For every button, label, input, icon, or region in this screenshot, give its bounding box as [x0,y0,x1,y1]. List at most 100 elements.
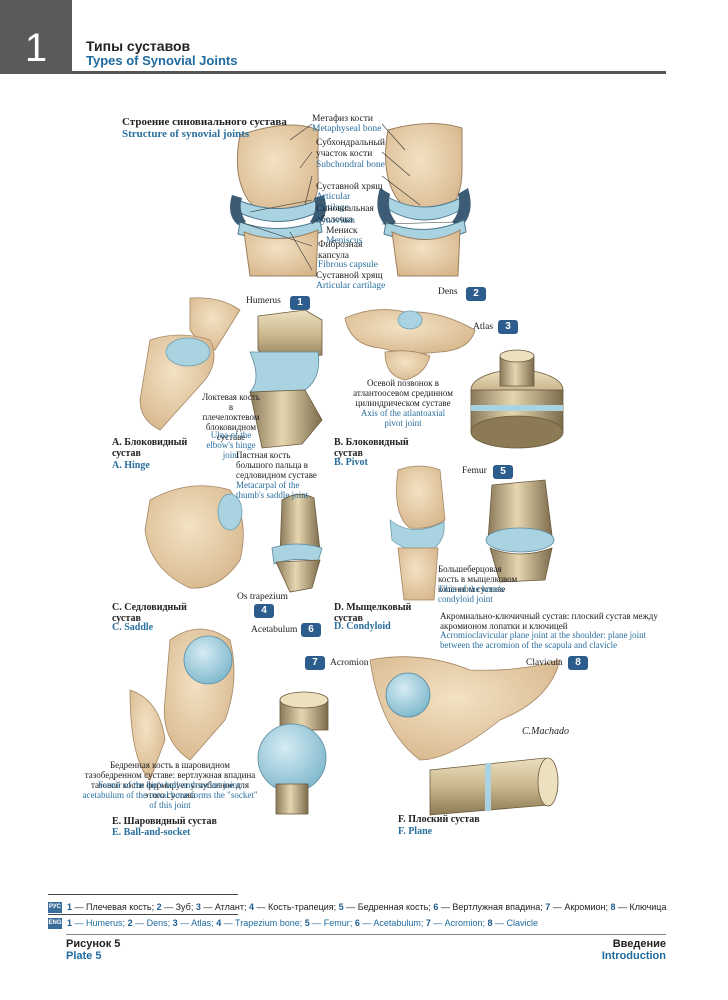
saddle-anatomy [144,485,244,589]
section-label-en: Introduction [601,950,666,962]
synovial-joint-right [377,122,471,277]
synovial-joint-left [230,124,326,277]
badge-4: 4 [254,604,274,618]
legend-rule-mid [48,914,238,915]
legend-number: 2 [156,902,162,912]
structure-title-ru: Строение синовиального сустава [122,116,287,128]
legend-term: Dens [146,918,168,928]
legend-number: 4 [216,918,222,928]
chapter-box [0,0,72,74]
dens-label: Dens [438,287,458,297]
hinge-model [248,309,323,449]
legend-number: 8 [487,918,493,928]
pivot-note-ru: Осевой позвонок в атлантоосевом срединно… [353,378,453,408]
ball-socket-model [257,691,329,815]
structure-title-en: Structure of synovial joints [122,128,250,140]
label-meniscus-ru: Мениск [326,226,358,236]
hinge-anatomy [139,297,241,431]
saddle-model [271,494,323,593]
legend-number: 5 [338,902,344,912]
pivot-note-en: Axis of the atlantoaxial pivot joint [360,408,446,428]
legend-number: 7 [545,902,551,912]
caption-b-ru: B. Блоковидный сустав [334,437,409,459]
badge-1: 1 [290,296,310,310]
caption-d-en: D. Condyloid [334,621,391,632]
legend-tag-en: ENG [48,918,62,929]
label-capsule-ru: Фиброзная капсула [318,240,363,261]
label-metaphysis-ru: Метафиз кости [312,114,373,124]
legend-term: Atlas [191,918,212,928]
caption-e-en: E. Ball-and-socket [112,827,191,838]
label-cartilage2-ru: Суставной хрящ [316,271,383,281]
legend-number: 6 [433,902,439,912]
hinge-note-en: Ulna of the elbow's hinge joint [206,430,256,460]
pivot-model [470,349,564,449]
legend-term: Acromion [444,918,483,928]
clavicula-label: Clavicula [526,658,563,668]
humerus-label: Humerus [246,296,281,306]
legend-term: Humerus [86,918,123,928]
label-synovium-ru: Синовиальная оболочка [316,204,374,225]
badge-5: 5 [493,465,513,479]
legend-number: 2 [127,918,133,928]
caption-a-ru: А. Блоковидный сустав [112,437,188,459]
legend-term: Ключица [629,902,667,912]
legend-number: 5 [304,918,310,928]
plane-note-ru: Акромиально-ключичный сустав: плоский су… [440,611,658,631]
ball-socket-note-ru: Бедренная кость в шаровидном тазобедренн… [84,760,256,800]
label-meniscus-en: Meniscus [326,236,363,246]
label-cartilage-en: Articular cartilage [316,192,351,213]
legend-number: 4 [248,902,254,912]
legend-ru: 1 — Плечевая кость; 2 — Зуб; 3 — Атлант;… [67,902,667,912]
caption-e-ru: E. Шаровидный сустав [112,816,217,827]
atlas-label: Atlas [473,322,494,332]
pivot-anatomy [344,309,476,381]
caption-f-en: F. Plane [398,826,433,837]
figure-label-ru: Рисунок 5 [66,938,121,950]
saddle-note-en: Metacarpal of the thumb's saddle joint [236,480,309,500]
legend-number: 6 [354,918,360,928]
artist-signature: C.Machado [522,726,569,737]
legend-en: 1 — Humerus; 2 — Dens; 3 — Atlas; 4 — Tr… [67,918,539,928]
legend-number: 3 [172,918,178,928]
legend-number: 8 [610,902,616,912]
badge-2: 2 [466,287,486,301]
legend-term: Плечевая кость [86,902,152,912]
badge-8: 8 [568,656,588,670]
plane-note-en: Acromioclavicular plane joint at the sho… [440,630,647,650]
plane-model [429,757,559,816]
label-subchondral-ru: Субхондральный участок кости [316,138,385,159]
condyloid-anatomy [389,465,446,601]
legend-term: Clavicle [506,918,539,928]
badge-3: 3 [498,320,518,334]
condyloid-model [485,479,555,583]
hinge-note-ru: Локтевая кость в плечелоктевом блоковидн… [202,392,260,442]
legend-term: Femur [323,918,350,928]
legend-number: 3 [195,902,201,912]
trapezium-label: Os trapezium [237,592,288,602]
legend-term: Атлант [214,902,244,912]
legend-tag-ru: РУС [48,902,62,913]
label-synovium-en: Synovium [316,216,356,226]
label-capsule-en: Fibrous capsule [318,260,378,270]
caption-c-en: C. Saddle [112,622,154,633]
legend-term: Зуб [175,902,191,912]
figure-label-en: Plate 5 [66,950,102,962]
badge-6: 6 [301,623,321,637]
label-metaphysis-en: Metaphyseal bone [312,124,382,134]
femur-label: Femur [462,466,487,476]
label-subchondral-en: Subchondral bone [316,160,385,170]
header-rule [72,71,666,74]
legend-term: Вертлужная впадина [452,902,541,912]
label-cartilage2-en: Articular cartilage [316,281,386,291]
caption-c-ru: C. Седловидный сустав [112,602,187,624]
caption-d-ru: D. Мыщелковый сустав [334,602,412,624]
legend-term: Акромион [564,902,606,912]
saddle-note-ru: Пястная кость большого пальца в седловид… [236,450,317,480]
legend-number: 7 [425,918,431,928]
legend-term: Бедренная кость [357,902,429,912]
acromion-label: Acromion [330,658,369,668]
legend-rule-top [48,894,238,895]
chapter-number: 1 [24,26,48,70]
